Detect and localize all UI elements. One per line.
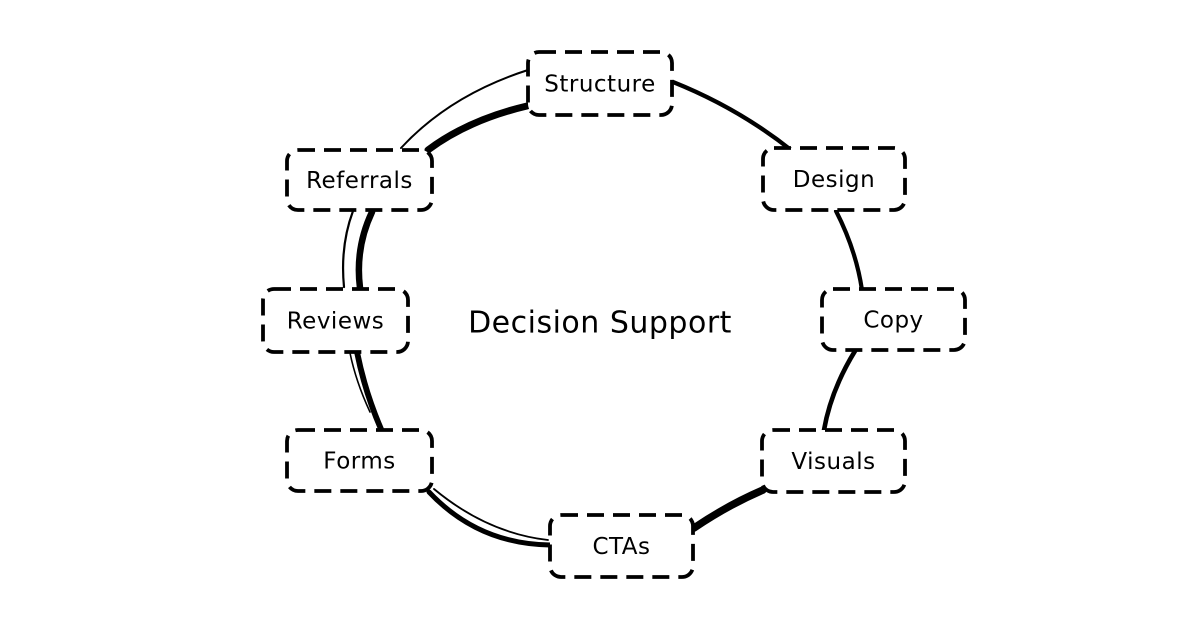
diagram-title: Decision Support: [468, 306, 732, 341]
node-box-reviews: [261, 287, 410, 354]
edge-stroke: [433, 488, 549, 541]
edge-stroke: [670, 79, 794, 153]
node-box-forms: [285, 428, 434, 493]
node-label-referrals: Referrals: [306, 168, 413, 194]
edge-stroke: [690, 486, 767, 532]
node-box-visuals: [760, 428, 907, 494]
node-box-design: [761, 146, 907, 212]
node-visuals: Visuals: [760, 428, 907, 494]
node-label-visuals: Visuals: [791, 449, 875, 475]
node-referrals: Referrals: [285, 148, 434, 212]
node-copy: Copy: [820, 287, 967, 352]
edge-stroke: [341, 209, 355, 289]
node-box-ctas: [548, 513, 695, 579]
edge-stroke: [821, 348, 858, 433]
node-box-referrals: [285, 148, 434, 212]
node-label-reviews: Reviews: [287, 309, 385, 335]
edge-stroke: [833, 208, 865, 293]
edge-structure-design: [670, 79, 794, 153]
edge-forms-reviews: [349, 349, 384, 432]
edge-stroke: [349, 352, 371, 413]
node-reviews: Reviews: [261, 287, 410, 354]
edge-stroke: [426, 489, 553, 548]
node-label-copy: Copy: [863, 308, 923, 334]
node-ctas: CTAs: [548, 513, 695, 579]
node-structure: Structure: [526, 50, 674, 117]
edge-reviews-referrals: [341, 208, 376, 292]
node-design: Design: [761, 146, 907, 212]
edge-stroke: [354, 349, 384, 432]
edge-ctas-forms: [426, 488, 553, 548]
edge-design-copy: [833, 208, 865, 293]
edge-referrals-structure: [400, 69, 531, 154]
node-label-forms: Forms: [323, 449, 395, 475]
edge-stroke: [355, 208, 376, 292]
edge-stroke: [424, 102, 531, 154]
node-label-ctas: CTAs: [592, 534, 650, 560]
node-label-design: Design: [793, 167, 875, 193]
node-label-structure: Structure: [544, 72, 656, 98]
node-forms: Forms: [285, 428, 434, 493]
edges-layer: [341, 69, 865, 548]
edge-copy-visuals: [821, 348, 858, 433]
edge-stroke: [400, 69, 529, 149]
node-box-copy: [820, 287, 967, 352]
edge-visuals-ctas: [690, 486, 767, 532]
node-box-structure: [526, 50, 674, 117]
